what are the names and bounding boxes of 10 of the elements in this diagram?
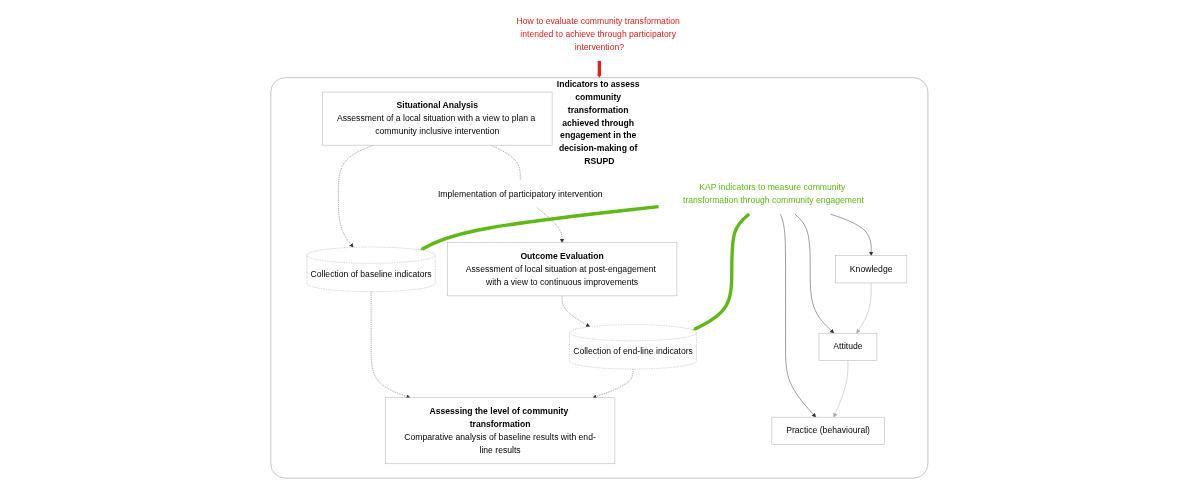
node-box: Assessing the level of community transformation Comparative analysis of baseline results with end-line results <box>385 397 616 464</box>
node-box: Knowledge <box>835 254 908 283</box>
node-box: Practice (behavioural) <box>771 416 885 445</box>
node-text: How to evaluate community transformation intended to achieve through participatory intervention? <box>516 15 680 52</box>
node-text: KAP indicators to measure community transformation through community engagement <box>683 181 865 205</box>
node-box: Attitude <box>818 332 878 361</box>
node-text: Implementation of participatory intervention <box>438 188 603 198</box>
node-box: Outcome Evaluation Assessment of local situation at post-engagement with a view to continuous improvements <box>447 242 678 296</box>
arrow <box>693 212 751 331</box>
node-box: Situational Analysis Assessment of a local situation with a view to plan a community inclusive intervention <box>322 91 553 145</box>
